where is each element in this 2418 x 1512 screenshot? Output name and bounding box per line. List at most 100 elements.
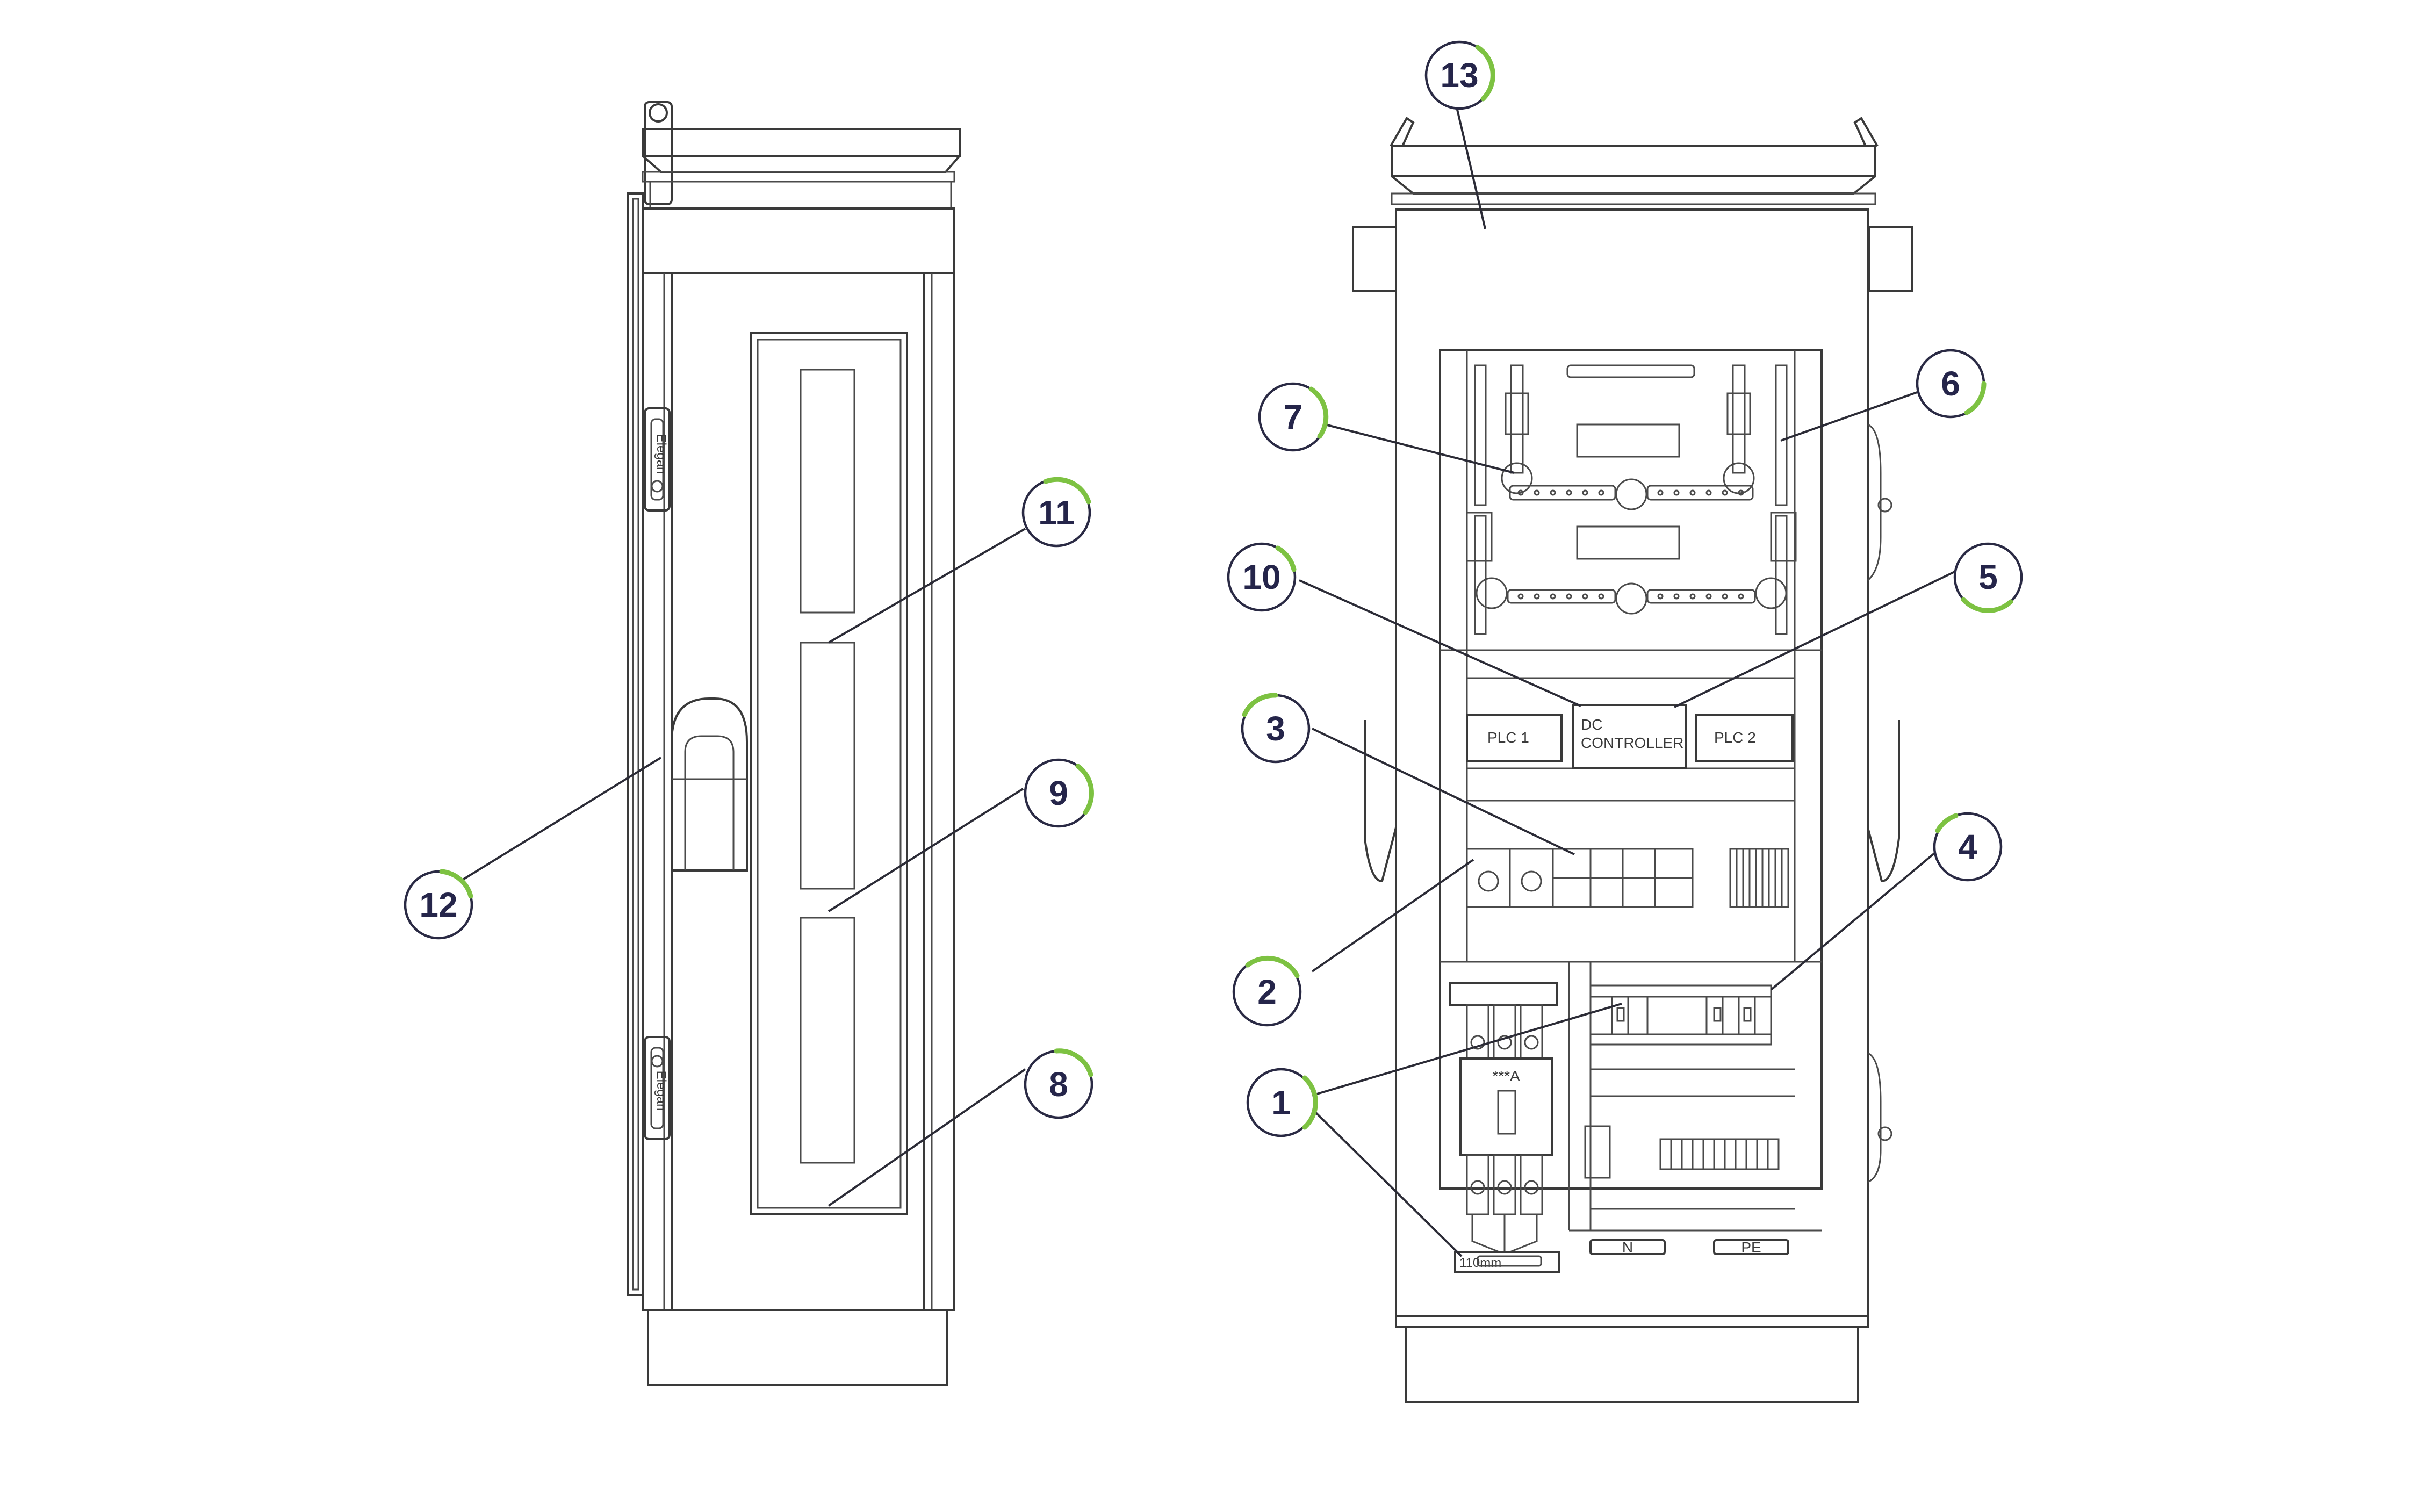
roof-lip (642, 155, 961, 173)
lower-hinge: Elegan (644, 1036, 671, 1140)
svg-text:4: 4 (1958, 827, 1977, 866)
upper-insulator (1576, 423, 1680, 458)
callout-9: 9 (1024, 758, 1094, 828)
svg-text:6: 6 (1941, 364, 1960, 403)
callout-4: 4 (1933, 812, 2003, 882)
din-meter (1646, 996, 1708, 1035)
left-busbar-clamp (1466, 512, 1493, 562)
svg-text:11: 11 (1038, 493, 1075, 532)
roof-band (649, 181, 952, 210)
callout-5: 5 (1953, 542, 2023, 613)
busbar-size-label: 110mm (1459, 1256, 1501, 1270)
neutral-bar (1589, 1239, 1666, 1255)
top-busbar (1566, 364, 1695, 378)
callout-8: 8 (1024, 1048, 1093, 1119)
callout-3: 3 (1241, 693, 1311, 764)
small-relay (1584, 1125, 1611, 1179)
plc2-label: PLC 2 (1714, 729, 1756, 746)
side-view: Elegan Elegan (627, 101, 961, 1386)
hinge-brand-upper: Elegan (654, 434, 668, 474)
breaker-rating: ***A (1492, 1068, 1520, 1084)
busbar-section (1466, 364, 1797, 635)
breaker-top-terminal (1449, 982, 1558, 1006)
vent-slot-upper (800, 369, 855, 614)
busbar-110mm (1454, 1251, 1560, 1273)
plc1-label: PLC 1 (1487, 729, 1529, 746)
callout-2: 2 (1232, 955, 1302, 1027)
earth-bar (1713, 1239, 1789, 1255)
right-ear (1868, 226, 1913, 292)
svg-text:7: 7 (1283, 398, 1302, 436)
callout-12: 12 (404, 869, 473, 940)
front-plinth (1405, 1326, 1859, 1403)
svg-text:2: 2 (1257, 973, 1277, 1011)
front-roof-strip (1391, 192, 1876, 205)
svg-text:13: 13 (1440, 56, 1478, 95)
plc1-box (1466, 714, 1563, 762)
relay-module-2 (1509, 848, 1554, 908)
lower-insulator (1576, 525, 1680, 560)
door-window-frame (750, 332, 908, 1215)
roof-bracket-right (1853, 117, 1879, 147)
dc-controller-label-line1: DC (1581, 716, 1602, 733)
earth-label: PE (1741, 1239, 1761, 1256)
callout-13: 13 (1424, 40, 1495, 110)
callout-11: 11 (1021, 477, 1091, 548)
leader-lines (456, 109, 1960, 1257)
busbar-lower-left (1507, 589, 1616, 604)
callout-1: 1 (1246, 1068, 1318, 1137)
dc-controller-box (1572, 704, 1687, 769)
left-side-lug (1364, 720, 1397, 883)
relay-module-1 (1466, 848, 1511, 908)
right-bolt-upper (1877, 498, 1892, 513)
busbar-upper-left (1509, 485, 1616, 501)
roof-top (642, 128, 961, 157)
terminal-block-lower (1659, 1138, 1780, 1170)
busbar-lower-right (1646, 589, 1756, 604)
callout-6: 6 (1916, 349, 1987, 419)
left-ear (1352, 226, 1397, 292)
roof-strip (642, 171, 955, 183)
lifting-eye (649, 103, 668, 123)
svg-text:1: 1 (1271, 1083, 1291, 1122)
lifting-lug (644, 101, 673, 205)
upper-hinge: Elegan (644, 407, 671, 512)
right-bolt-lower (1877, 1126, 1892, 1141)
roof-bracket-left (1390, 117, 1415, 147)
mounting-plate (1439, 349, 1823, 1190)
door-handle (671, 697, 748, 872)
front-roof (1391, 145, 1876, 177)
side-plinth (647, 1309, 948, 1386)
door-handle-inner (684, 735, 735, 870)
svg-text:10: 10 (1242, 558, 1280, 596)
door-window-glass (757, 339, 902, 1209)
hinge-brand-lower: Elegan (654, 1071, 668, 1111)
plc2-box (1695, 714, 1794, 762)
callout-7: 7 (1258, 382, 1329, 452)
side-header (642, 207, 955, 274)
fuse-right (1726, 392, 1751, 435)
distribution-breakers (1589, 984, 1772, 1046)
callouts: 1 2 3 4 5 6 7 (404, 40, 2023, 1137)
svg-text:8: 8 (1049, 1065, 1068, 1104)
right-side-lug (1867, 720, 1900, 883)
front-roof-lip (1391, 175, 1876, 195)
right-lower-curve (1867, 1052, 1882, 1183)
door-edge (627, 192, 644, 1296)
front-view: PLC 1 DC CONTROLLER PLC 2 (1352, 117, 1913, 1403)
vent-slot-middle (800, 642, 855, 890)
fuse-left (1505, 392, 1529, 435)
terminal-block-upper-right (1729, 848, 1789, 908)
svg-text:12: 12 (419, 885, 457, 924)
callout-10: 10 (1227, 542, 1297, 612)
main-breaker: ***A (1449, 982, 1558, 1253)
vent-slot-lower (800, 917, 855, 1164)
breaker-toggle (1497, 1090, 1516, 1135)
right-upper-curve (1867, 423, 1882, 581)
dc-controller-label-line2: CONTROLLER (1581, 735, 1683, 751)
right-busbar-clamp (1770, 512, 1797, 562)
svg-text:9: 9 (1049, 774, 1068, 812)
svg-text:5: 5 (1978, 558, 1998, 596)
svg-text:3: 3 (1266, 709, 1285, 748)
